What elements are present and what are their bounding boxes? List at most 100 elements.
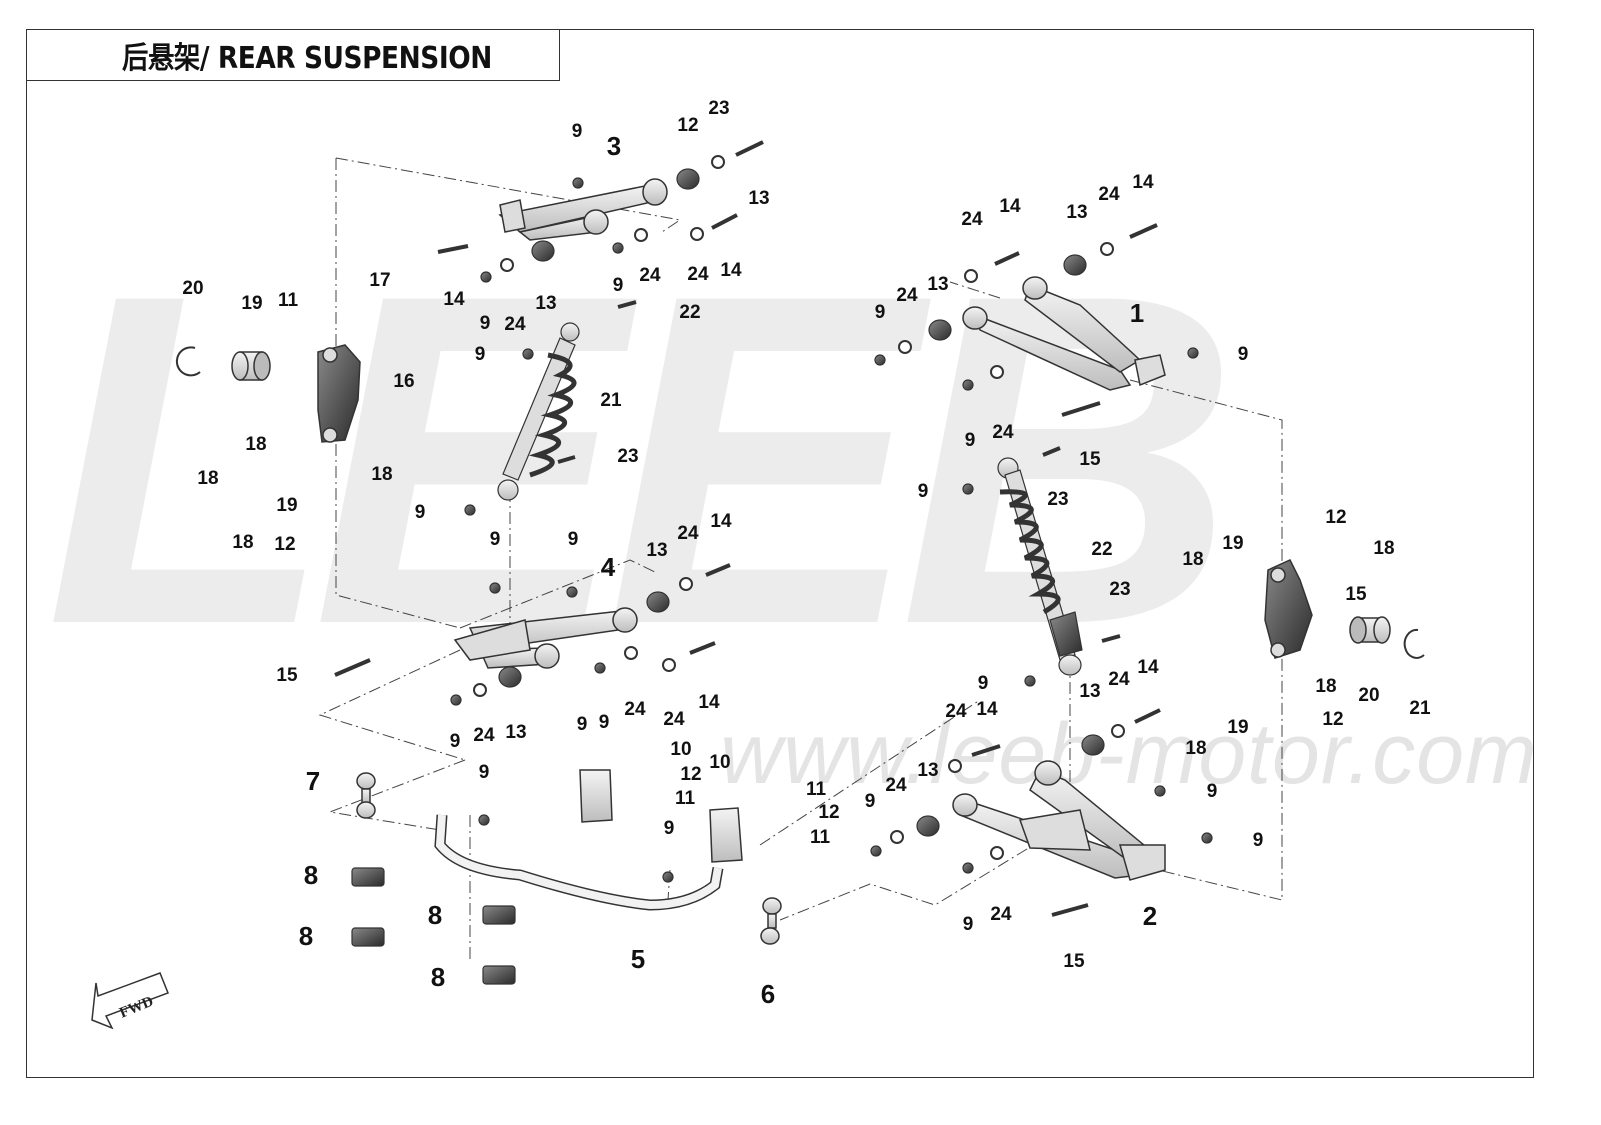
callout-9: 9 [599,712,610,733]
callout-12: 12 [274,534,295,555]
bearing-left [231,351,271,381]
callout-24: 24 [990,904,1012,925]
callout-12: 12 [818,802,839,823]
callout-9: 9 [1207,781,1218,802]
callout-24: 24 [687,264,709,285]
circlip-left [175,346,201,377]
callout-8: 8 [299,921,313,951]
callout-9: 9 [875,302,886,323]
callout-24: 24 [885,775,907,796]
callout-18: 18 [232,532,253,553]
callout-9: 9 [415,502,426,523]
callout-24: 24 [677,523,699,544]
callout-13: 13 [505,722,526,743]
callout-19: 19 [1222,533,1243,554]
page-title: 后悬架/ REAR SUSPENSION [122,41,492,76]
circlip-right [1403,628,1425,659]
callout-19: 19 [276,495,297,516]
callout-8: 8 [428,900,442,930]
callout-19: 19 [1227,717,1248,738]
callout-9: 9 [963,914,974,935]
callout-2: 2 [1143,901,1157,931]
callout-4: 4 [601,552,616,582]
shock-absorber-left [497,322,580,501]
callout-14: 14 [999,196,1021,217]
callout-9: 9 [577,714,588,735]
callout-12: 12 [677,115,698,136]
callout-13: 13 [917,760,938,781]
callout-9: 9 [664,818,675,839]
bushings [351,867,516,985]
callout-24: 24 [992,422,1014,443]
callout-24: 24 [639,265,661,286]
stabilizer-link-left [356,772,376,819]
callout-18: 18 [371,464,392,485]
clamps [579,769,743,863]
diagram-frame [26,29,1534,1078]
callout-15: 15 [1063,951,1085,972]
callout-12: 12 [1325,507,1346,528]
callout-24: 24 [504,314,526,335]
washers [473,155,1125,860]
callout-21: 21 [1409,698,1431,719]
callout-7: 7 [306,766,320,796]
callout-23: 23 [1109,579,1130,600]
callout-9: 9 [480,313,491,334]
callout-11: 11 [675,788,696,809]
callout-9: 9 [1253,830,1264,851]
callout-13: 13 [535,293,556,314]
callout-20: 20 [1358,685,1379,706]
callout-15: 15 [276,665,298,686]
callout-14: 14 [698,692,720,713]
callout-18: 18 [1315,676,1336,697]
stabilizer-link-right [760,897,782,945]
callout-11: 11 [278,290,299,311]
callout-24: 24 [624,699,646,720]
upper-a-arm-right [962,276,1166,391]
callout-23: 23 [617,446,638,467]
callout-13: 13 [748,188,769,209]
callout-9: 9 [613,275,624,296]
callout-19: 19 [241,293,262,314]
callout-24: 24 [1108,669,1130,690]
callout-11: 11 [810,827,831,848]
callout-23: 23 [1047,489,1068,510]
callout-18: 18 [245,434,266,455]
callout-6: 6 [761,979,775,1009]
callout-1: 1 [1130,298,1144,328]
callout-16: 16 [393,371,414,392]
title-box: 后悬架/ REAR SUSPENSION [26,29,560,81]
callout-13: 13 [927,274,948,295]
callout-12: 12 [680,764,701,785]
stabilizer-bar [434,814,724,911]
callout-14: 14 [1137,657,1159,678]
callout-24: 24 [663,709,685,730]
callout-8: 8 [304,860,318,890]
upper-a-arm-left [498,178,668,241]
callout-20: 20 [182,278,203,299]
callout-9: 9 [978,673,989,694]
callout-9: 9 [450,731,461,752]
hardware [450,168,1213,883]
callout-24: 24 [473,725,495,746]
callout-21: 21 [600,390,622,411]
callout-24: 24 [896,285,918,306]
callout-18: 18 [1185,738,1206,759]
callout-24: 24 [961,209,983,230]
callout-9: 9 [865,791,876,812]
knuckle-right [1264,559,1313,659]
callout-15: 15 [1079,449,1101,470]
lower-a-arm-right [952,760,1166,881]
callout-10: 10 [670,739,691,760]
callout-13: 13 [1066,202,1087,223]
callout-14: 14 [976,699,998,720]
forward-arrow: FWD [91,972,169,1030]
bearing-right [1349,616,1391,644]
callout-9: 9 [965,430,976,451]
callout-24: 24 [1098,184,1120,205]
callout-3: 3 [607,131,621,161]
callout-13: 13 [1079,681,1100,702]
callout-9: 9 [918,481,929,502]
callout-10: 10 [709,752,730,773]
